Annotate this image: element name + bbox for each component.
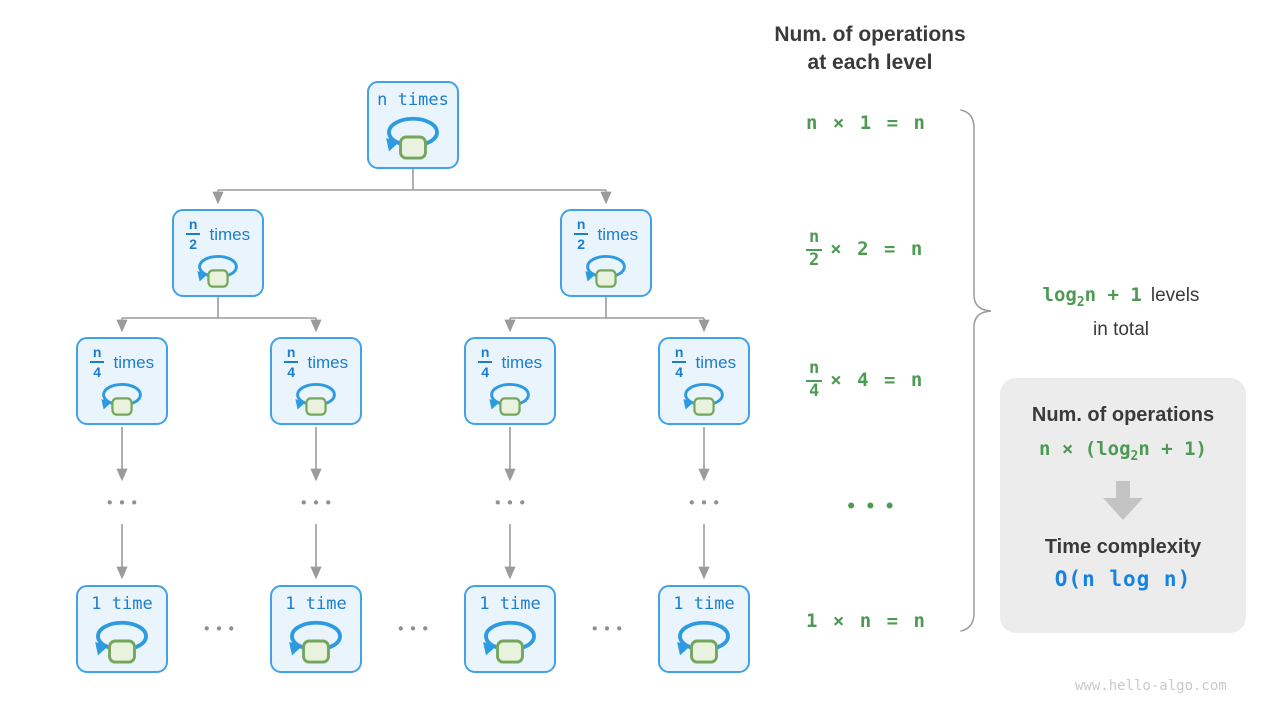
node-label: 1 time [91,594,153,614]
levels-annotation-line2: in total [1093,318,1149,340]
summary-box: Num. of operations n × (log2n + 1) Time … [1000,378,1246,633]
tree-node-level4-7: 1 time [76,585,168,673]
loop-arrowhead [101,399,112,410]
ellipsis-dots: ••• [204,620,241,638]
loop-arrowhead [489,399,500,410]
loop-arrowhead [483,641,497,656]
tree-node-level1-0: n times [367,81,459,169]
loop-arrowhead [295,399,306,410]
loop-icon [95,620,148,664]
node-label: 1 time [479,594,541,614]
formula-text: × 2 = n [830,238,925,261]
loop-icon [585,255,626,288]
loop-icon [683,383,724,416]
loop-arrowhead [95,641,109,656]
watermark: www.hello-algo.com [1075,678,1227,694]
tree-node-level4-9: 1 time [464,585,556,673]
loop-icon [295,383,336,416]
level-formula-1: n × 1 = n [806,112,927,134]
loop-icon [483,620,536,664]
complexity-value: O(n log n) [1054,566,1192,591]
loop-icon [289,620,342,664]
loop-arrowhead [289,641,303,656]
node-label: 1 time [285,594,347,614]
formula-text: 1 × n = n [806,610,927,632]
formula-text: n × 1 = n [806,112,927,134]
level-formula-last: 1 × n = n [806,610,927,632]
tree-node-level4-8: 1 time [270,585,362,673]
formula-text: × 4 = n [830,369,925,392]
brace [960,109,992,632]
ellipsis-dots: ••• [592,620,629,638]
loop-arrowhead [677,641,691,656]
ellipsis-dots: ••• [689,494,726,512]
ellipsis-dots: ••• [301,494,338,512]
summary-title: Num. of operations [1031,404,1215,426]
node-label: n times [377,90,449,110]
operations-formula: n × (log2n + 1) [1039,438,1207,464]
level-formula-ellipsis: ••• [846,497,904,517]
node-label: 1 time [673,594,735,614]
loop-arrowhead [683,399,694,410]
ellipsis-dots: ••• [107,494,144,512]
fraction: n 4 [806,358,823,401]
loop-icon [197,255,238,288]
fraction: n 2 [806,227,823,270]
ellipsis-dots: ••• [398,620,435,638]
log-term: log2n + 1 [1042,284,1142,310]
level-formula-2: n 2 × 2 = n [806,227,925,270]
loop-icon [489,383,530,416]
ellipsis-dots: ••• [495,494,532,512]
tree-node-level4-10: 1 time [658,585,750,673]
level-formula-3: n 4 × 4 = n [806,358,925,401]
loop-arrowhead [197,271,208,282]
column-header: Num. of operations at each level [755,21,985,77]
loop-icon [386,116,439,160]
loop-icon [677,620,730,664]
loop-arrowhead [386,137,400,152]
down-arrow-icon [1103,480,1143,520]
loop-icon [101,383,142,416]
summary-subtitle: Time complexity [1044,535,1202,558]
loop-arrowhead [585,271,596,282]
column-header-line2: at each level [807,51,933,74]
column-header-line1: Num. of operations [774,23,966,46]
